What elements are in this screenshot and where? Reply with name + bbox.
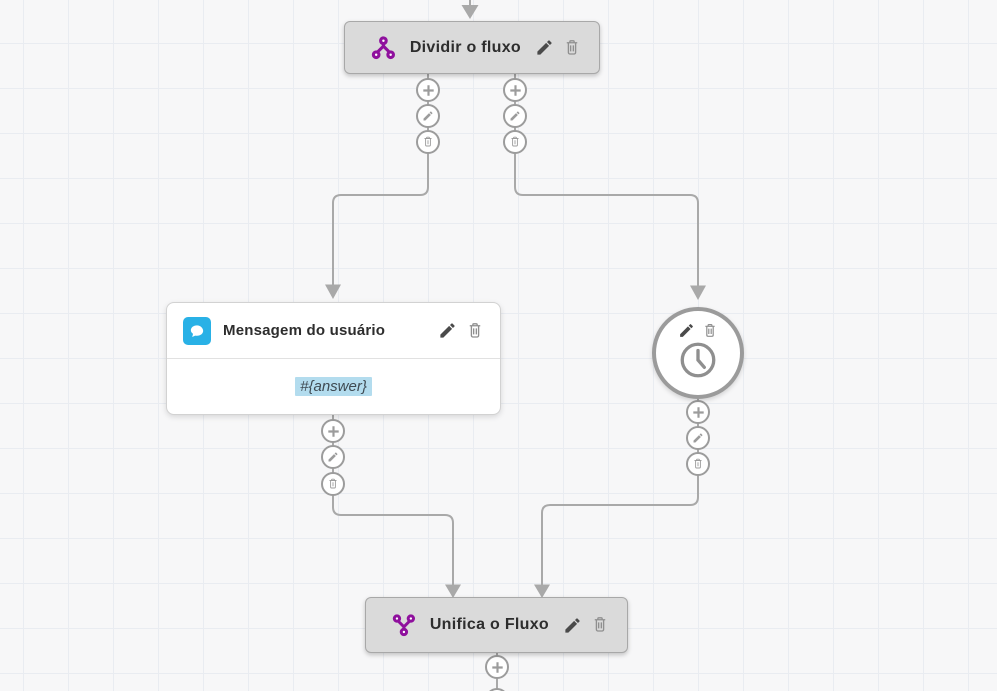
- plus-icon: [692, 406, 704, 418]
- edit-connector-button[interactable]: [686, 426, 710, 450]
- delete-node-button[interactable]: [591, 616, 609, 634]
- node-timer[interactable]: [652, 307, 744, 399]
- connector-message-to-merge: [332, 415, 454, 585]
- node-user-message[interactable]: Mensagem do usuário #{answer}: [166, 302, 501, 415]
- pencil-icon: [680, 324, 693, 337]
- connector-split-right: [514, 74, 699, 287]
- connector-timer-to-merge: [541, 397, 699, 585]
- connector-split-left: [332, 74, 429, 286]
- pencil-icon: [565, 617, 580, 633]
- edit-connector-button[interactable]: [321, 445, 345, 469]
- chat-bubble-icon: [183, 316, 211, 345]
- merge-flow-icon: [392, 614, 416, 637]
- add-node-button[interactable]: [321, 419, 345, 443]
- add-node-button[interactable]: [503, 78, 527, 102]
- plus-icon: [422, 84, 434, 96]
- trash-icon: [566, 39, 578, 55]
- trash-icon: [424, 136, 432, 147]
- trash-icon: [694, 458, 702, 469]
- node-merge-flow[interactable]: Unifica o Fluxo: [365, 597, 628, 653]
- node-title: Mensagem do usuário: [223, 322, 386, 339]
- pencil-icon: [693, 433, 703, 443]
- node-actions: [535, 38, 581, 57]
- delete-connector-button[interactable]: [416, 130, 440, 154]
- add-node-button[interactable]: [485, 655, 509, 679]
- edit-node-button[interactable]: [438, 321, 457, 340]
- trash-icon: [594, 617, 606, 632]
- node-split-flow[interactable]: Dividir o fluxo: [344, 21, 600, 74]
- delete-node-button[interactable]: [466, 322, 484, 340]
- pencil-icon: [510, 111, 520, 121]
- plus-icon: [491, 661, 503, 673]
- arrowhead-icon: [325, 284, 341, 299]
- node-actions: [678, 322, 718, 339]
- trash-icon: [705, 323, 715, 337]
- clock-icon: [680, 342, 716, 378]
- delete-connector-button[interactable]: [321, 472, 345, 496]
- node-body: #{answer}: [167, 359, 500, 414]
- node-actions: [563, 616, 609, 635]
- node-title: Unifica o Fluxo: [429, 616, 549, 633]
- edit-node-button[interactable]: [678, 322, 695, 339]
- pencil-icon: [537, 40, 552, 55]
- pencil-icon: [423, 111, 433, 121]
- edit-node-button[interactable]: [563, 616, 582, 635]
- node-title: Dividir o fluxo: [409, 38, 521, 56]
- delete-node-button[interactable]: [702, 323, 718, 339]
- arrowhead-icon: [534, 584, 550, 598]
- add-node-button[interactable]: [686, 400, 710, 424]
- split-flow-icon: [371, 35, 396, 59]
- node-header: Mensagem do usuário: [167, 303, 500, 359]
- arrowhead-icon: [690, 285, 706, 300]
- edit-connector-button[interactable]: [503, 104, 527, 128]
- variable-chip: #{answer}: [295, 377, 372, 396]
- node-actions: [438, 321, 484, 340]
- trash-icon: [329, 478, 337, 489]
- trash-icon: [511, 136, 519, 147]
- arrowhead-icon: [445, 584, 461, 598]
- edit-node-button[interactable]: [535, 38, 554, 57]
- plus-icon: [327, 425, 339, 437]
- pencil-icon: [440, 323, 455, 338]
- delete-connector-button[interactable]: [503, 130, 527, 154]
- edit-connector-button[interactable]: [416, 104, 440, 128]
- delete-node-button[interactable]: [563, 39, 581, 57]
- delete-connector-button[interactable]: [686, 452, 710, 476]
- pencil-icon: [328, 452, 338, 462]
- arrowhead-icon: [461, 5, 479, 19]
- trash-icon: [469, 322, 481, 338]
- plus-icon: [509, 84, 521, 96]
- add-node-button[interactable]: [416, 78, 440, 102]
